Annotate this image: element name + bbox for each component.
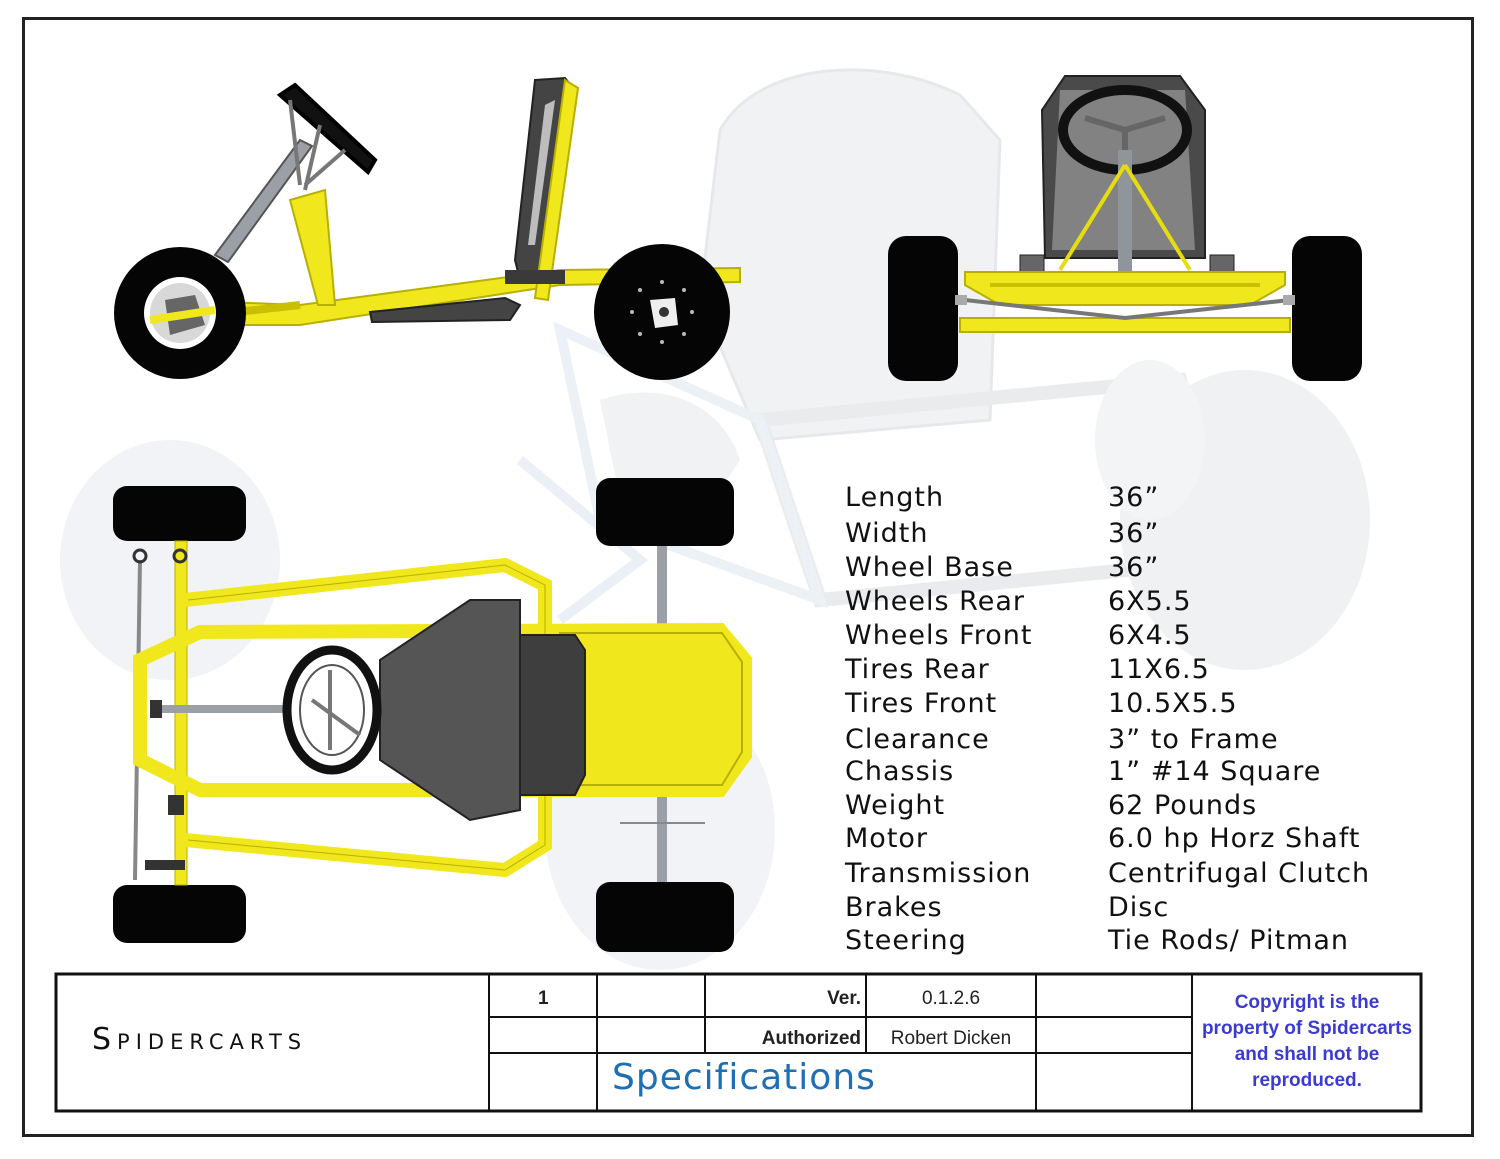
side-view-drawing	[114, 76, 741, 380]
spec-label: Motor	[845, 823, 929, 854]
spec-value: Tie Rods/ Pitman	[1108, 925, 1350, 956]
spec-value: 36”	[1108, 552, 1160, 583]
spec-label: Wheel Base	[845, 552, 1014, 583]
spec-label: Wheels Rear	[845, 586, 1025, 617]
spec-label: Steering	[845, 925, 967, 956]
copyright-line: reproduced.	[1252, 1070, 1362, 1091]
version-value: 0.1.2.6	[921, 988, 981, 1009]
spec-label: Chassis	[845, 756, 955, 787]
spec-value: 6.0 hp Horz Shaft	[1108, 823, 1361, 854]
sheet-number: 1	[538, 988, 549, 1009]
title-block-grid	[54, 972, 1423, 1113]
spec-value: 10.5X5.5	[1108, 688, 1238, 719]
spec-value: 3” to Frame	[1108, 724, 1279, 755]
top-view-drawing	[113, 478, 752, 952]
authorized-label: Authorized	[761, 1028, 861, 1049]
spec-value: 36”	[1108, 482, 1160, 513]
company-name: Spidercarts	[92, 1022, 308, 1057]
spec-value: 62 Pounds	[1108, 790, 1258, 821]
front-view-drawing	[888, 75, 1362, 381]
spec-label: Tires Front	[845, 688, 998, 719]
spec-value: 6X5.5	[1108, 586, 1192, 617]
version-label: Ver.	[827, 988, 861, 1009]
spec-label: Wheels Front	[845, 620, 1033, 651]
spec-label: Brakes	[845, 892, 943, 923]
spec-label: Transmission	[845, 858, 1032, 889]
copyright-line: property of Spidercarts	[1201, 1018, 1413, 1039]
spec-label: Weight	[845, 790, 946, 821]
authorized-value: Robert Dicken	[890, 1028, 1012, 1049]
spec-value: 1” #14 Square	[1108, 756, 1322, 787]
spec-label: Clearance	[845, 724, 990, 755]
spec-value: 11X6.5	[1108, 654, 1210, 685]
spec-value: 6X4.5	[1108, 620, 1192, 651]
copyright-notice: Copyright is the property of Spidercarts…	[1194, 990, 1420, 1094]
spec-value: 36”	[1108, 518, 1160, 549]
sheet-title: Specifications	[612, 1057, 876, 1098]
spec-value: Disc	[1108, 892, 1170, 923]
copyright-line: Copyright is the	[1234, 992, 1380, 1013]
spec-label: Length	[845, 482, 945, 513]
spec-value: Centrifugal Clutch	[1108, 858, 1371, 889]
spec-label: Tires Rear	[845, 654, 990, 685]
spec-label: Width	[845, 518, 929, 549]
copyright-line: and shall not be	[1234, 1044, 1380, 1065]
